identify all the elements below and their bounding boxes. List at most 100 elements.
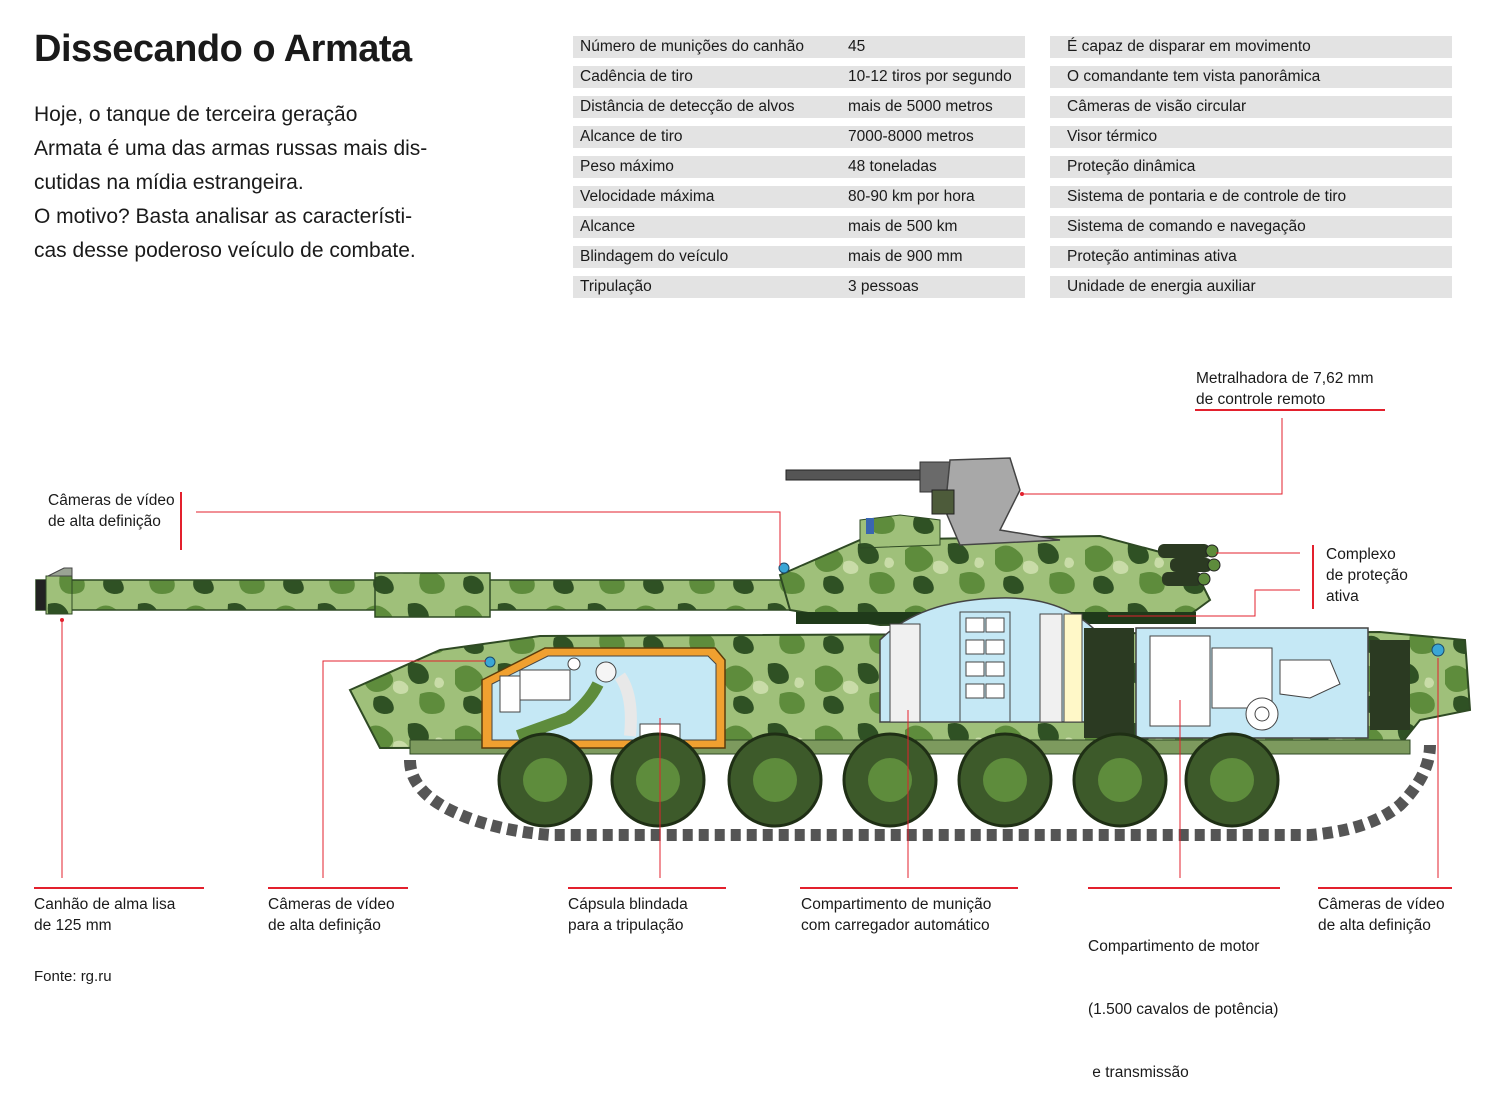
- callout-line: Cápsula blindada: [568, 896, 688, 913]
- callout-line: de alta definição: [1318, 917, 1431, 934]
- callout-line: de alta definição: [268, 917, 381, 934]
- spec-value: 45: [848, 38, 866, 55]
- spec-value: 48 toneladas: [848, 158, 937, 175]
- ammo-compartment: [879, 597, 1107, 723]
- spec-value: mais de 500 km: [848, 218, 958, 235]
- leader-lines: [61, 418, 1439, 878]
- leader-line-protection-2: [1108, 589, 1300, 617]
- callout-line: ativa: [1326, 588, 1359, 605]
- leader-dot: [1020, 492, 1024, 496]
- feature-label: Sistema de comando e navegação: [1067, 218, 1306, 235]
- callout-line: Câmeras de vídeo: [48, 492, 175, 509]
- spec-label: Distância de detecção de alvos: [580, 98, 795, 115]
- spec-row: Blindagem do veículo mais de 900 mm: [573, 246, 1025, 268]
- leader-dot: [60, 618, 64, 622]
- feature-row: Câmeras de visão circular: [1050, 96, 1452, 118]
- spec-row: Alcance de tiro 7000-8000 metros: [573, 126, 1025, 148]
- callout-line: Metralhadora de 7,62 mm: [1196, 370, 1374, 387]
- callout-accent-bars: [34, 409, 1452, 889]
- intro-line: O motivo? Basta analisar as característi…: [34, 205, 413, 228]
- feature-label: O comandante tem vista panorâmica: [1067, 68, 1321, 85]
- spec-label: Alcance: [580, 218, 636, 235]
- callout-line: Compartimento de munição: [801, 896, 992, 913]
- feature-label: Proteção antiminas ativa: [1067, 248, 1237, 265]
- accent-bar: [800, 887, 1018, 889]
- callout-cameras-top: Câmeras de vídeo de alta definição: [48, 490, 175, 532]
- accent-bar: [1195, 409, 1385, 411]
- spec-row: Velocidade máxima 80-90 km por hora: [573, 186, 1025, 208]
- accent-bar: [1312, 545, 1314, 609]
- feature-label: Câmeras de visão circular: [1067, 98, 1247, 115]
- callout-ammo-compartment: Compartimento de munição com carregador …: [801, 894, 991, 936]
- specs-table: Número de munições do canhão 45 Cadência …: [573, 36, 1025, 306]
- accent-bar: [268, 887, 408, 889]
- intro-line: cas desse poderoso veículo de combate.: [34, 239, 416, 262]
- road-wheel: [727, 732, 823, 828]
- spec-label: Blindagem do veículo: [580, 248, 729, 265]
- accent-bar: [180, 492, 182, 550]
- machine-gun: [785, 457, 1061, 546]
- spec-row: Número de munições do canhão 45: [573, 36, 1025, 58]
- spec-label: Peso máximo: [580, 158, 674, 175]
- feature-row: O comandante tem vista panorâmica: [1050, 66, 1452, 88]
- feature-label: Sistema de pontaria e de controle de tir…: [1067, 188, 1347, 205]
- callout-line: Câmeras de vídeo: [1318, 896, 1445, 913]
- road-wheel: [610, 732, 706, 828]
- road-wheel: [1072, 732, 1168, 828]
- engine-compartment: [1084, 627, 1410, 739]
- feature-row: Sistema de pontaria e de controle de tir…: [1050, 186, 1452, 208]
- features-table: É capaz de disparar em movimento O coman…: [1050, 36, 1452, 306]
- spec-label: Cadência de tiro: [580, 68, 693, 85]
- feature-label: Proteção dinâmica: [1067, 158, 1196, 175]
- intro-line: Hoje, o tanque de terceira geração: [34, 103, 358, 126]
- leader-line-cameras-front: [322, 660, 486, 878]
- callout-crew-capsule: Cápsula blindada para a tripulação: [568, 894, 688, 936]
- intro-text: Hoje, o tanque de terceira geração Armat…: [34, 98, 494, 268]
- callout-line: de 125 mm: [34, 917, 112, 934]
- callout-cameras-rear: Câmeras de vídeo de alta definição: [1318, 894, 1445, 936]
- spec-label: Velocidade máxima: [580, 188, 715, 205]
- leader-line-cameras-top: [196, 511, 781, 566]
- spec-value: 80-90 km por hora: [848, 188, 975, 205]
- road-wheel: [497, 732, 593, 828]
- spec-value: mais de 900 mm: [848, 248, 963, 265]
- spec-label: Número de munições do canhão: [580, 38, 805, 55]
- tank-cutaway-diagram: [34, 409, 1472, 889]
- callout-cameras-front: Câmeras de vídeo de alta definição: [268, 894, 395, 936]
- feature-label: Visor térmico: [1067, 128, 1158, 145]
- feature-row: Unidade de energia auxiliar: [1050, 276, 1452, 298]
- track: [404, 744, 1436, 841]
- leader-line-machine-gun: [1022, 418, 1283, 495]
- callout-cannon: Canhão de alma lisa de 125 mm: [34, 894, 175, 936]
- callout-line: Compartimento de motor: [1088, 938, 1260, 955]
- spec-row: Alcance mais de 500 km: [573, 216, 1025, 238]
- callout-line: para a tripulação: [568, 917, 684, 934]
- callout-engine-compartment: Compartimento de motor (1.500 cavalos de…: [1088, 894, 1278, 1104]
- accent-bar: [1088, 887, 1280, 889]
- feature-label: Unidade de energia auxiliar: [1067, 278, 1256, 295]
- callout-line: de controle remoto: [1196, 391, 1326, 408]
- spec-label: Alcance de tiro: [580, 128, 683, 145]
- callout-line: Canhão de alma lisa: [34, 896, 176, 913]
- spec-value: 7000-8000 metros: [848, 128, 974, 145]
- callout-line: Câmeras de vídeo: [268, 896, 395, 913]
- crew-capsule: [481, 647, 726, 749]
- intro-line: cutidas na mídia estrangeira.: [34, 171, 304, 194]
- callout-line: e transmissão: [1088, 1064, 1189, 1081]
- spec-value: 10-12 tiros por segundo: [848, 68, 1012, 85]
- intro-line: Armata é uma das armas russas mais dis-: [34, 137, 428, 160]
- callout-line: com carregador automático: [801, 917, 990, 934]
- source-note: Fonte: rg.ru: [34, 968, 112, 985]
- accent-bar: [568, 887, 726, 889]
- feature-row: Proteção dinâmica: [1050, 156, 1452, 178]
- road-wheel: [1184, 732, 1280, 828]
- cannon-barrel: [35, 567, 797, 618]
- feature-row: É capaz de disparar em movimento: [1050, 36, 1452, 58]
- feature-label: É capaz de disparar em movimento: [1067, 38, 1311, 55]
- camera-icons: [484, 562, 1445, 668]
- accent-bar: [34, 887, 204, 889]
- road-wheels: [497, 732, 1280, 828]
- feature-row: Proteção antiminas ativa: [1050, 246, 1452, 268]
